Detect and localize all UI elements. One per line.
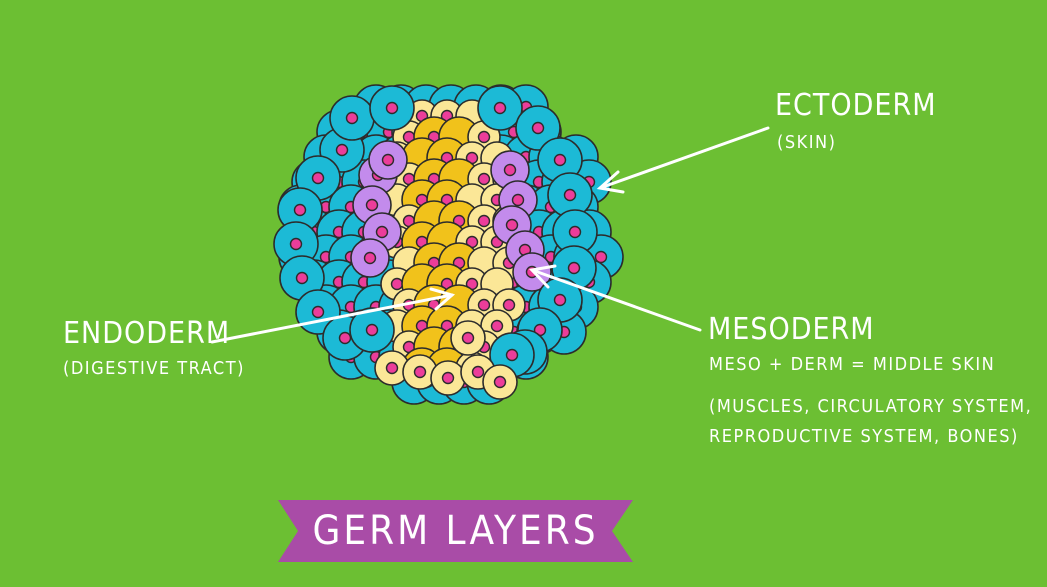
ectoderm-note: (SKIN) — [777, 132, 837, 153]
ectoderm-label: ECTODERM — [775, 88, 937, 123]
ectoderm-cell — [547, 172, 593, 218]
endoderm-label: ENDODERM — [63, 316, 231, 351]
embryo-cell-cluster — [273, 84, 624, 405]
mesoderm-note-line-1: (MUSCLES, CIRCULATORY SYSTEM, — [709, 396, 1033, 417]
endoderm-cell — [450, 320, 486, 356]
ectoderm-arrow — [596, 126, 770, 194]
endoderm-cell — [374, 350, 410, 386]
endoderm-note: (DIGESTIVE TRACT) — [63, 358, 245, 379]
ectoderm-cell — [349, 307, 395, 353]
mesoderm-formula: MESO + DERM = MIDDLE SKIN — [709, 354, 996, 375]
mesoderm-cell — [368, 140, 408, 180]
ectoderm-cell — [477, 85, 523, 131]
mesoderm-arrow — [528, 264, 702, 332]
title-banner — [278, 500, 633, 562]
ectoderm-cell — [273, 221, 319, 267]
mesoderm-note-line-2: REPRODUCTIVE SYSTEM, BONES) — [709, 426, 1019, 447]
ectoderm-cell — [369, 85, 415, 131]
ectoderm-cell — [329, 95, 375, 141]
banner-title: GERM LAYERS — [312, 508, 599, 554]
endoderm-arrow — [210, 287, 456, 344]
endoderm-cell — [482, 364, 518, 400]
mesoderm-label: MESODERM — [708, 312, 875, 347]
endoderm-cell — [430, 360, 466, 396]
mesoderm-cell — [350, 238, 390, 278]
endoderm-cell — [402, 354, 438, 390]
ectoderm-cell — [515, 105, 561, 151]
ectoderm-cell — [537, 137, 583, 183]
